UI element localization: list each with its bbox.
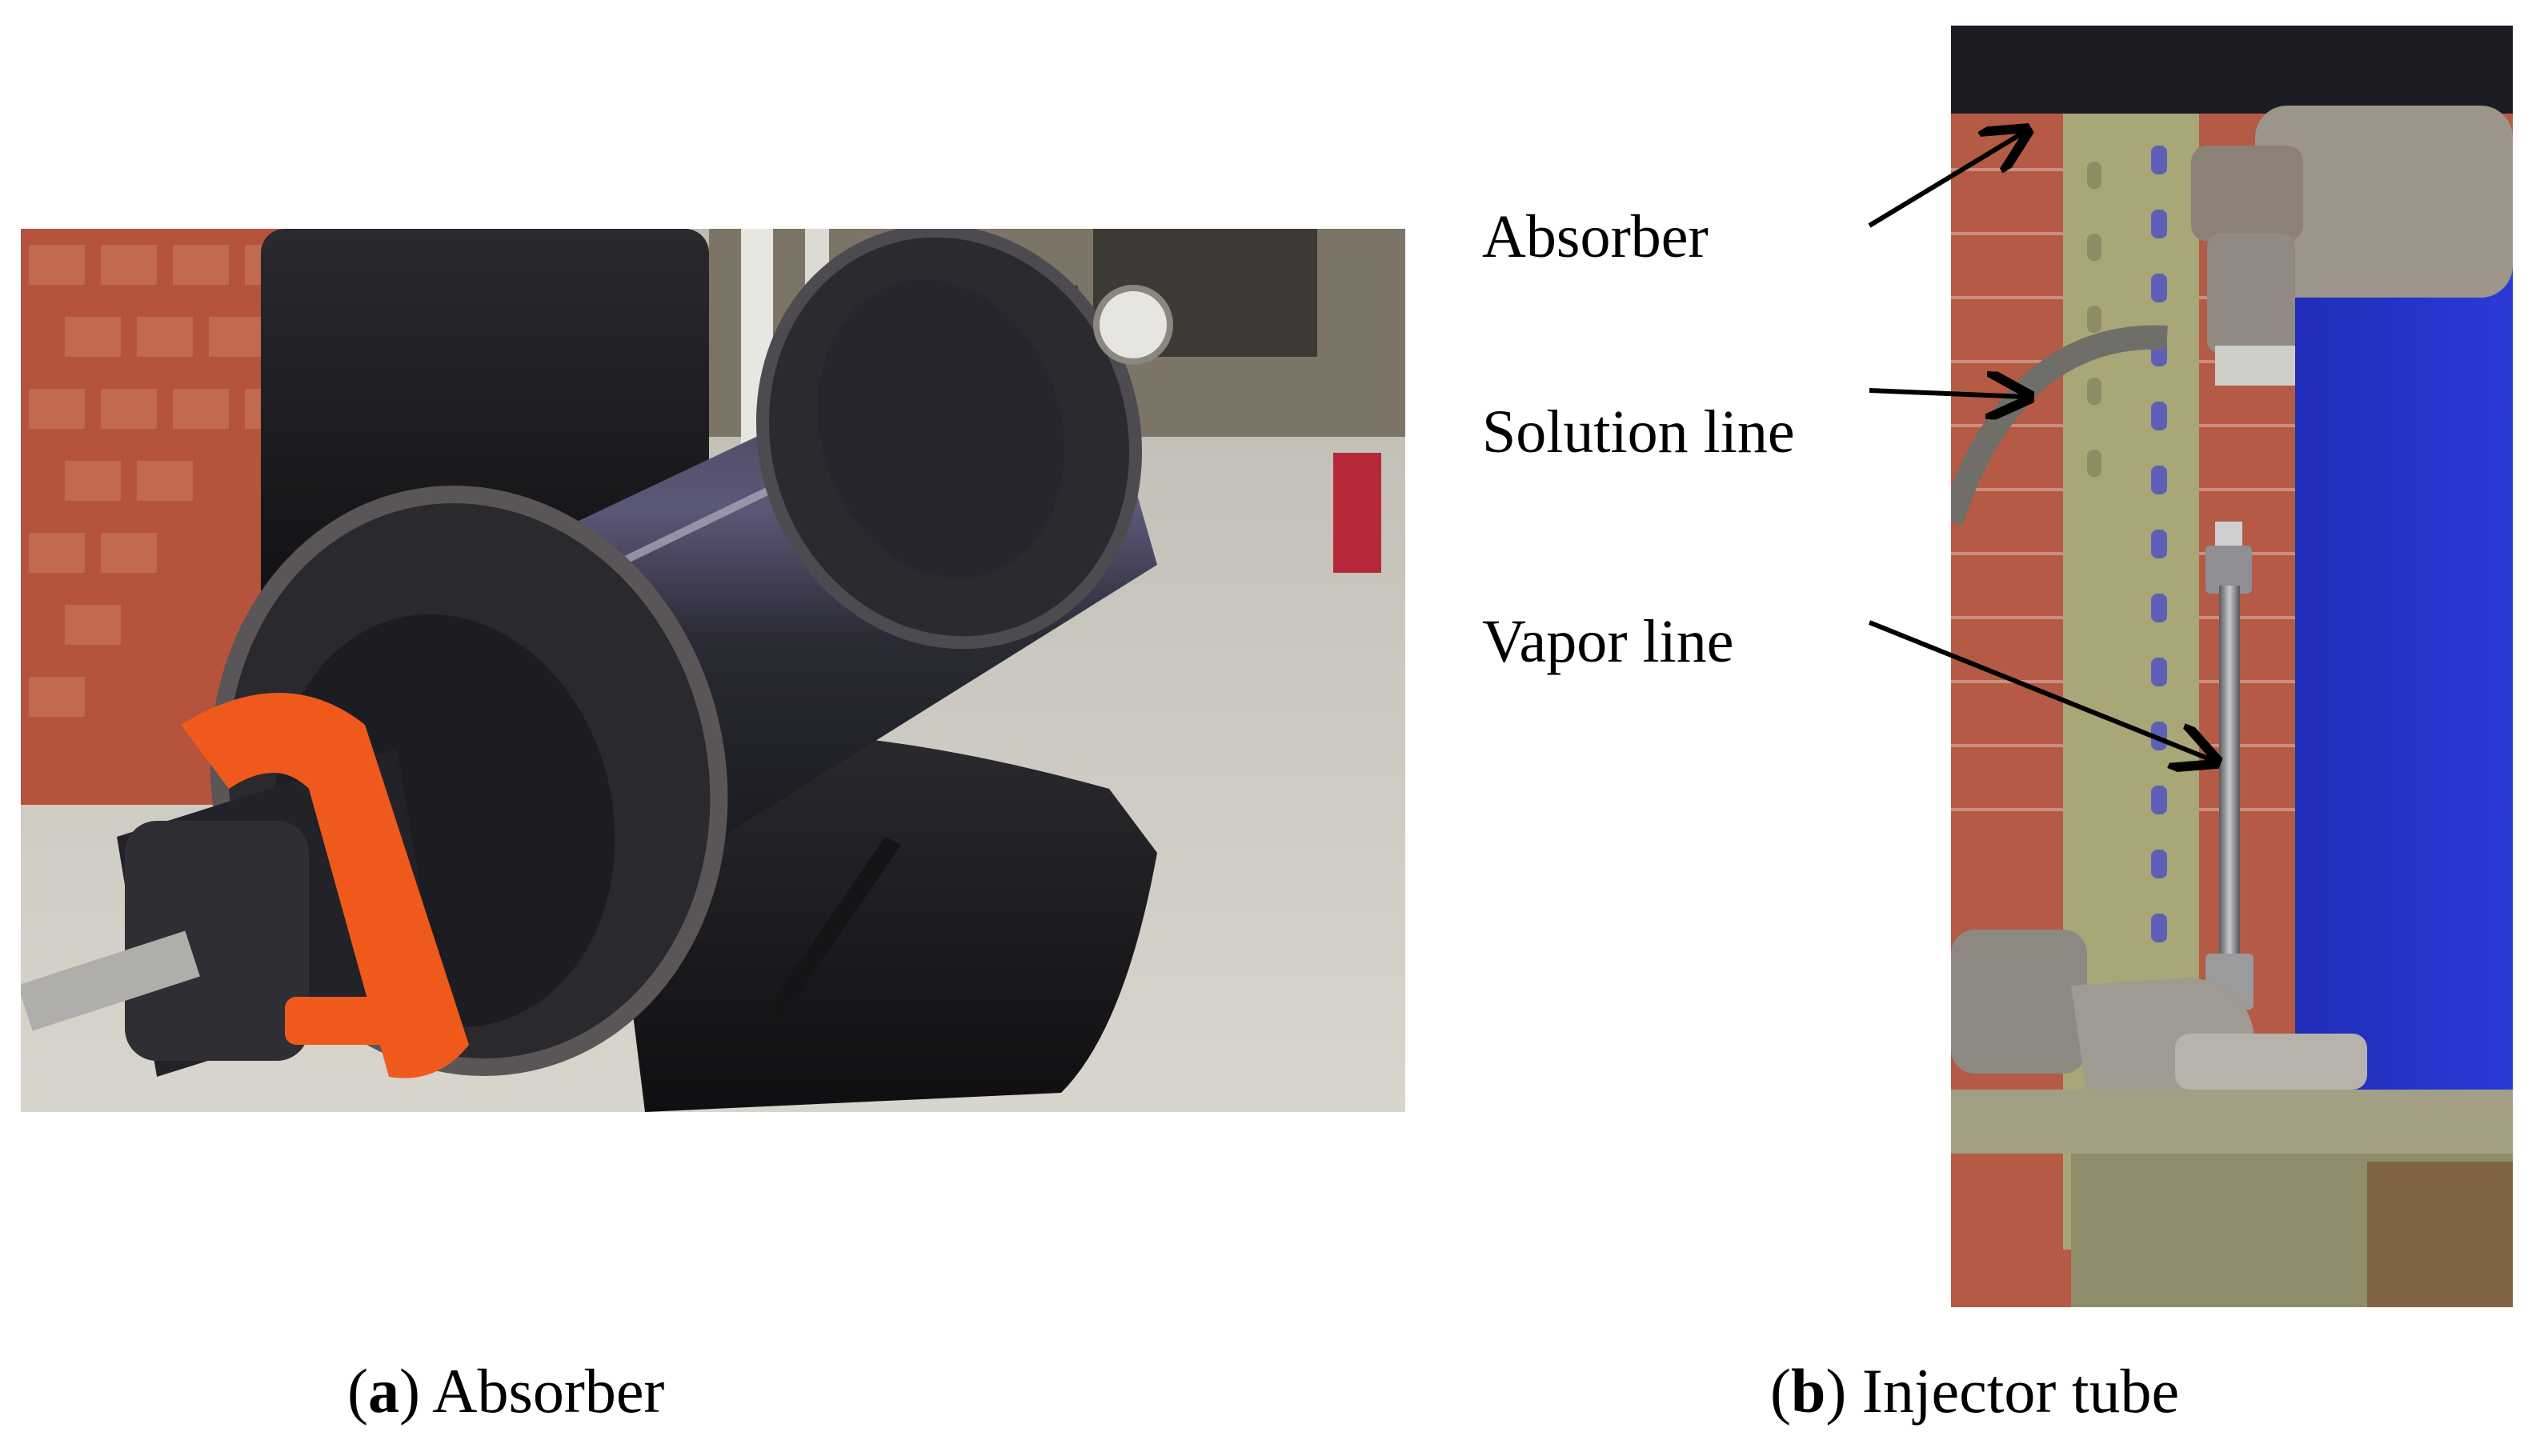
caption-a-text: Absorber [432,1356,665,1426]
caption-b-text: Injector tube [1861,1356,2180,1426]
callout-solution-line: Solution line [1482,398,1795,466]
callout-absorber: Absorber [1482,203,1709,270]
caption-a-letter: a [367,1356,399,1426]
caption-b: (b) Injector tube [1770,1356,2180,1426]
injector-tube-photo [1951,26,2513,1307]
caption-b-letter: b [1790,1356,1826,1426]
absorber-photo [21,229,1405,1112]
injector-tube-photo-illustration [1951,26,2513,1307]
callout-vapor-line: Vapor line [1482,608,1734,675]
caption-a: (a) Absorber [347,1356,665,1426]
absorber-photo-illustration [21,229,1405,1112]
